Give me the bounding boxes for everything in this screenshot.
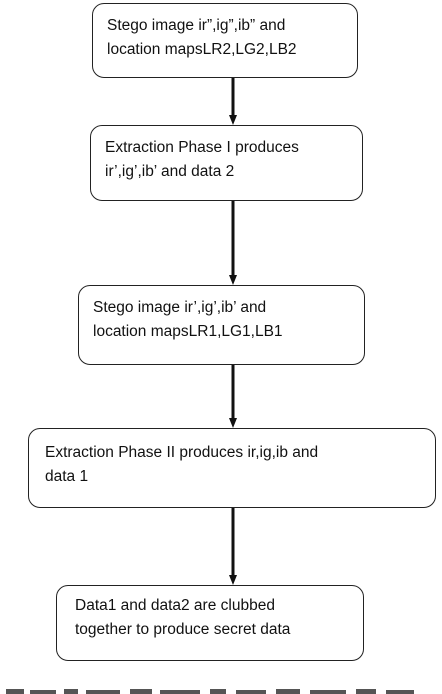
flow-step-text: together to produce secret data [75,621,291,639]
flow-step-club-secret-data: Data1 and data2 are clubbed together to … [56,585,364,661]
flow-step-text: Extraction Phase I produces [105,139,299,156]
cropped-caption-remnant [0,678,442,694]
flow-step-text: location mapsLR2,LG2,LB2 [107,41,297,59]
flow-step-text: Data1 and data2 are clubbed [75,597,275,614]
caption-fragment-marks [6,689,414,694]
flow-step-stego-image-2: Stego image ir”,ig”,ib” and location map… [92,3,358,78]
flow-step-text: data 1 [45,468,89,486]
flow-step-text: location mapsLR1,LG1,LB1 [93,323,283,341]
flow-step-text: Stego image ir’,ig’,ib’ and [93,299,267,316]
flow-step-text: Stego image ir”,ig”,ib” and [107,17,286,34]
flow-step-extraction-phase-1: Extraction Phase I produces ir’,ig’,ib’ … [90,125,363,201]
flow-step-stego-image-1: Stego image ir’,ig’,ib’ and location map… [78,285,365,365]
flow-step-extraction-phase-2: Extraction Phase II produces ir,ig,ib an… [28,428,436,508]
flow-step-text: Extraction Phase II produces ir,ig,ib an… [45,444,319,461]
flow-step-text: ir’,ig’,ib’ and data 2 [105,163,235,181]
